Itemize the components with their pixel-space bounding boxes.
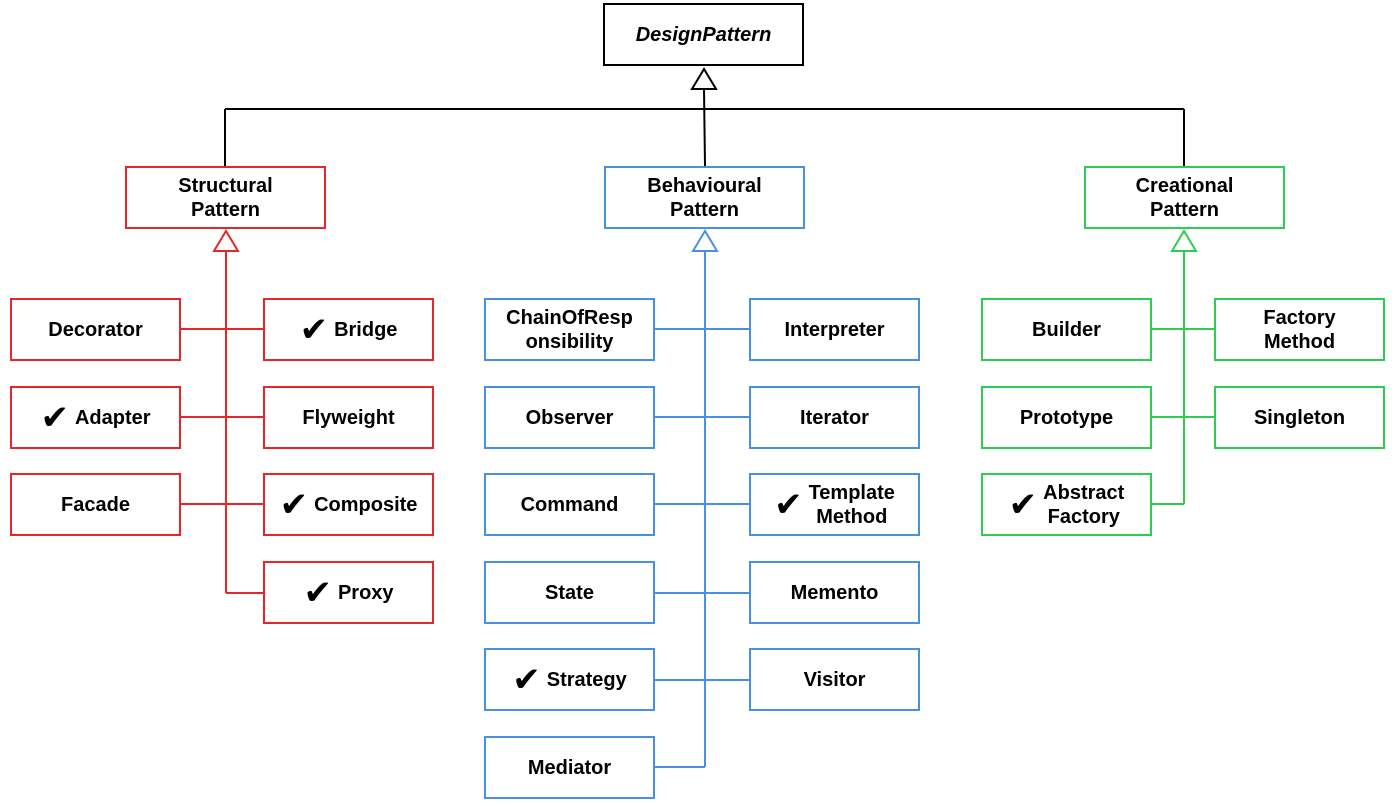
pattern-proxy: ✔ Proxy [263, 561, 434, 624]
creational-pattern-node: Creational Pattern [1084, 166, 1285, 229]
check-icon: ✔ [40, 397, 69, 438]
check-icon: ✔ [774, 484, 803, 525]
pattern-chain-of-responsibility: ChainOfResp onsibility [484, 298, 655, 361]
pattern-state: State [484, 561, 655, 624]
pattern-label: Builder [1032, 318, 1101, 341]
check-icon: ✔ [512, 659, 541, 700]
check-icon: ✔ [1008, 484, 1038, 525]
pattern-label: Facade [61, 493, 130, 516]
pattern-factory-method: Factory Method [1214, 298, 1385, 361]
pattern-facade: Facade [10, 473, 181, 536]
root-label: DesignPattern [635, 23, 772, 46]
pattern-label: Template Method [808, 481, 895, 528]
creational-arrow-icon [1170, 229, 1198, 252]
pattern-label: Bridge [334, 318, 398, 341]
pattern-flyweight: Flyweight [263, 386, 434, 449]
structural-pattern-node: Structural Pattern [125, 166, 326, 229]
pattern-mediator: Mediator [484, 736, 655, 799]
pattern-builder: Builder [981, 298, 1152, 361]
pattern-label: Memento [790, 581, 879, 604]
pattern-label: Prototype [1019, 406, 1114, 429]
pattern-prototype: Prototype [981, 386, 1152, 449]
pattern-label: Adapter [74, 406, 151, 429]
pattern-singleton: Singleton [1214, 386, 1385, 449]
pattern-bridge: ✔ Bridge [263, 298, 434, 361]
pattern-label: Interpreter [784, 318, 885, 341]
pattern-composite: ✔ Composite [263, 473, 434, 536]
pattern-label: Command [520, 493, 619, 516]
structural-pattern-label: Structural Pattern [178, 174, 273, 221]
creational-pattern-label: Creational Pattern [1135, 174, 1234, 221]
pattern-label: Iterator [800, 406, 869, 429]
pattern-strategy: ✔ Strategy [484, 648, 655, 711]
pattern-decorator: Decorator [10, 298, 181, 361]
inheritance-arrow-icon [690, 67, 718, 90]
behavioural-pattern-label: Behavioural Pattern [647, 174, 762, 221]
pattern-label: Observer [525, 406, 614, 429]
pattern-label: Strategy [546, 668, 627, 691]
pattern-label: ChainOfResp onsibility [506, 306, 633, 353]
behavioural-pattern-node: Behavioural Pattern [604, 166, 805, 229]
pattern-interpreter: Interpreter [749, 298, 920, 361]
pattern-label: Decorator [48, 318, 143, 341]
pattern-label: State [545, 581, 594, 604]
pattern-command: Command [484, 473, 655, 536]
check-icon: ✔ [303, 572, 332, 613]
pattern-label: Flyweight [302, 406, 395, 429]
pattern-memento: Memento [749, 561, 920, 624]
pattern-label: Mediator [527, 756, 612, 779]
pattern-label: Singleton [1253, 406, 1346, 429]
inheritance-line [703, 88, 706, 167]
structural-arrow-icon [212, 229, 240, 252]
pattern-observer: Observer [484, 386, 655, 449]
pattern-label: Factory Method [1263, 306, 1336, 353]
pattern-visitor: Visitor [749, 648, 920, 711]
pattern-adapter: ✔ Adapter [10, 386, 181, 449]
pattern-label: Visitor [803, 668, 866, 691]
pattern-label: Proxy [337, 581, 394, 604]
check-icon: ✔ [279, 484, 309, 525]
pattern-abstract-factory: ✔ Abstract Factory [981, 473, 1152, 536]
pattern-iterator: Iterator [749, 386, 920, 449]
design-pattern-root: DesignPattern [603, 3, 804, 66]
pattern-template-method: ✔ Template Method [749, 473, 920, 536]
behavioural-arrow-icon [691, 229, 719, 252]
pattern-label: Composite [314, 493, 418, 516]
pattern-label: Abstract Factory [1043, 481, 1125, 528]
check-icon: ✔ [299, 309, 329, 350]
